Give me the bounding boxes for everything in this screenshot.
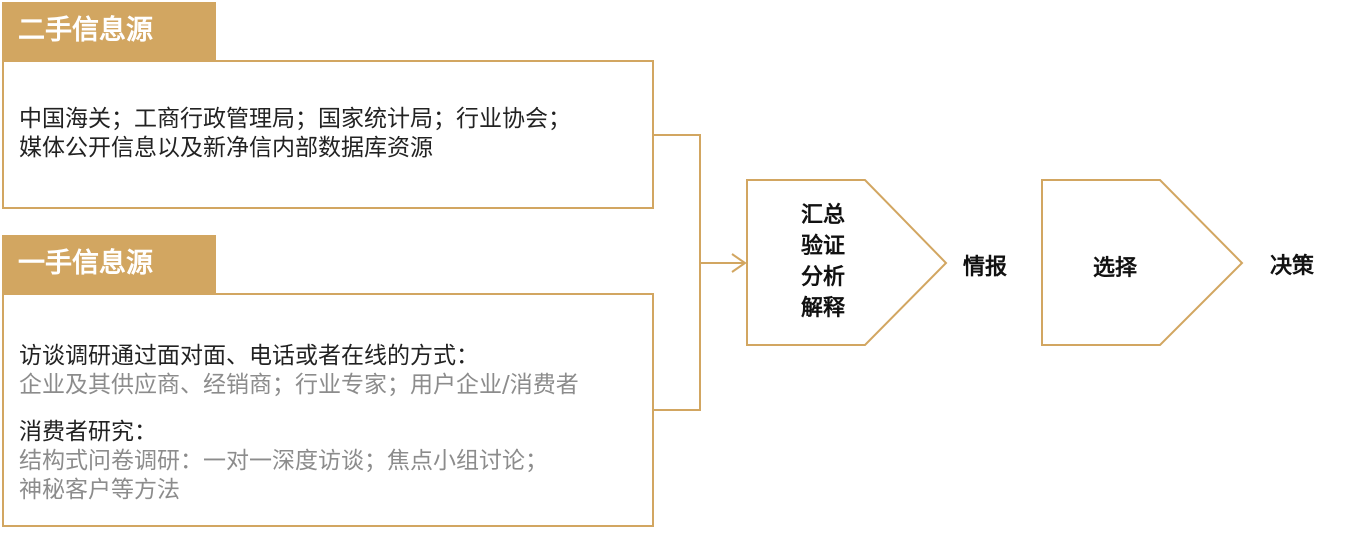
- interview-heading: 访谈调研通过面对面、电话或者在线的方式：: [19, 343, 479, 369]
- decision-label: 决策: [1270, 254, 1315, 279]
- consumer-detail-2: 神秘客户等方法: [19, 477, 180, 503]
- step-interpret: 解释: [800, 296, 845, 321]
- process-steps: 汇总 验证 分析 解释: [796, 200, 850, 324]
- intelligence-label: 情报: [963, 255, 1008, 280]
- primary-source-tab: 一手信息源: [2, 235, 216, 293]
- secondary-source-line-1: 中国海关；工商行政管理局；国家统计局；行业协会；: [19, 106, 571, 132]
- step-verify: 验证: [800, 234, 845, 259]
- secondary-source-box: 中国海关；工商行政管理局；国家统计局；行业协会； 媒体公开信息以及新净信内部数据…: [2, 60, 654, 209]
- arrow-head-icon: [731, 253, 747, 273]
- consumer-heading: 消费者研究：: [19, 419, 157, 445]
- secondary-source-line-2: 媒体公开信息以及新净信内部数据库资源: [19, 135, 433, 161]
- primary-source-box: 访谈调研通过面对面、电话或者在线的方式： 企业及其供应商、经销商；行业专家；用户…: [2, 293, 654, 527]
- secondary-source-tab: 二手信息源: [2, 2, 216, 60]
- connector-top: [653, 134, 701, 263]
- step-analyze: 分析: [800, 265, 845, 290]
- select-label: 选择: [1093, 256, 1138, 281]
- process-pentagon: [746, 179, 948, 346]
- connector-bottom: [653, 263, 701, 411]
- select-pentagon: [1041, 179, 1244, 346]
- interview-detail: 企业及其供应商、经销商；行业专家；用户企业/消费者: [19, 372, 579, 398]
- consumer-detail-1: 结构式问卷调研：一对一深度访谈；焦点小组讨论；: [19, 448, 548, 474]
- step-summarize: 汇总: [800, 203, 845, 228]
